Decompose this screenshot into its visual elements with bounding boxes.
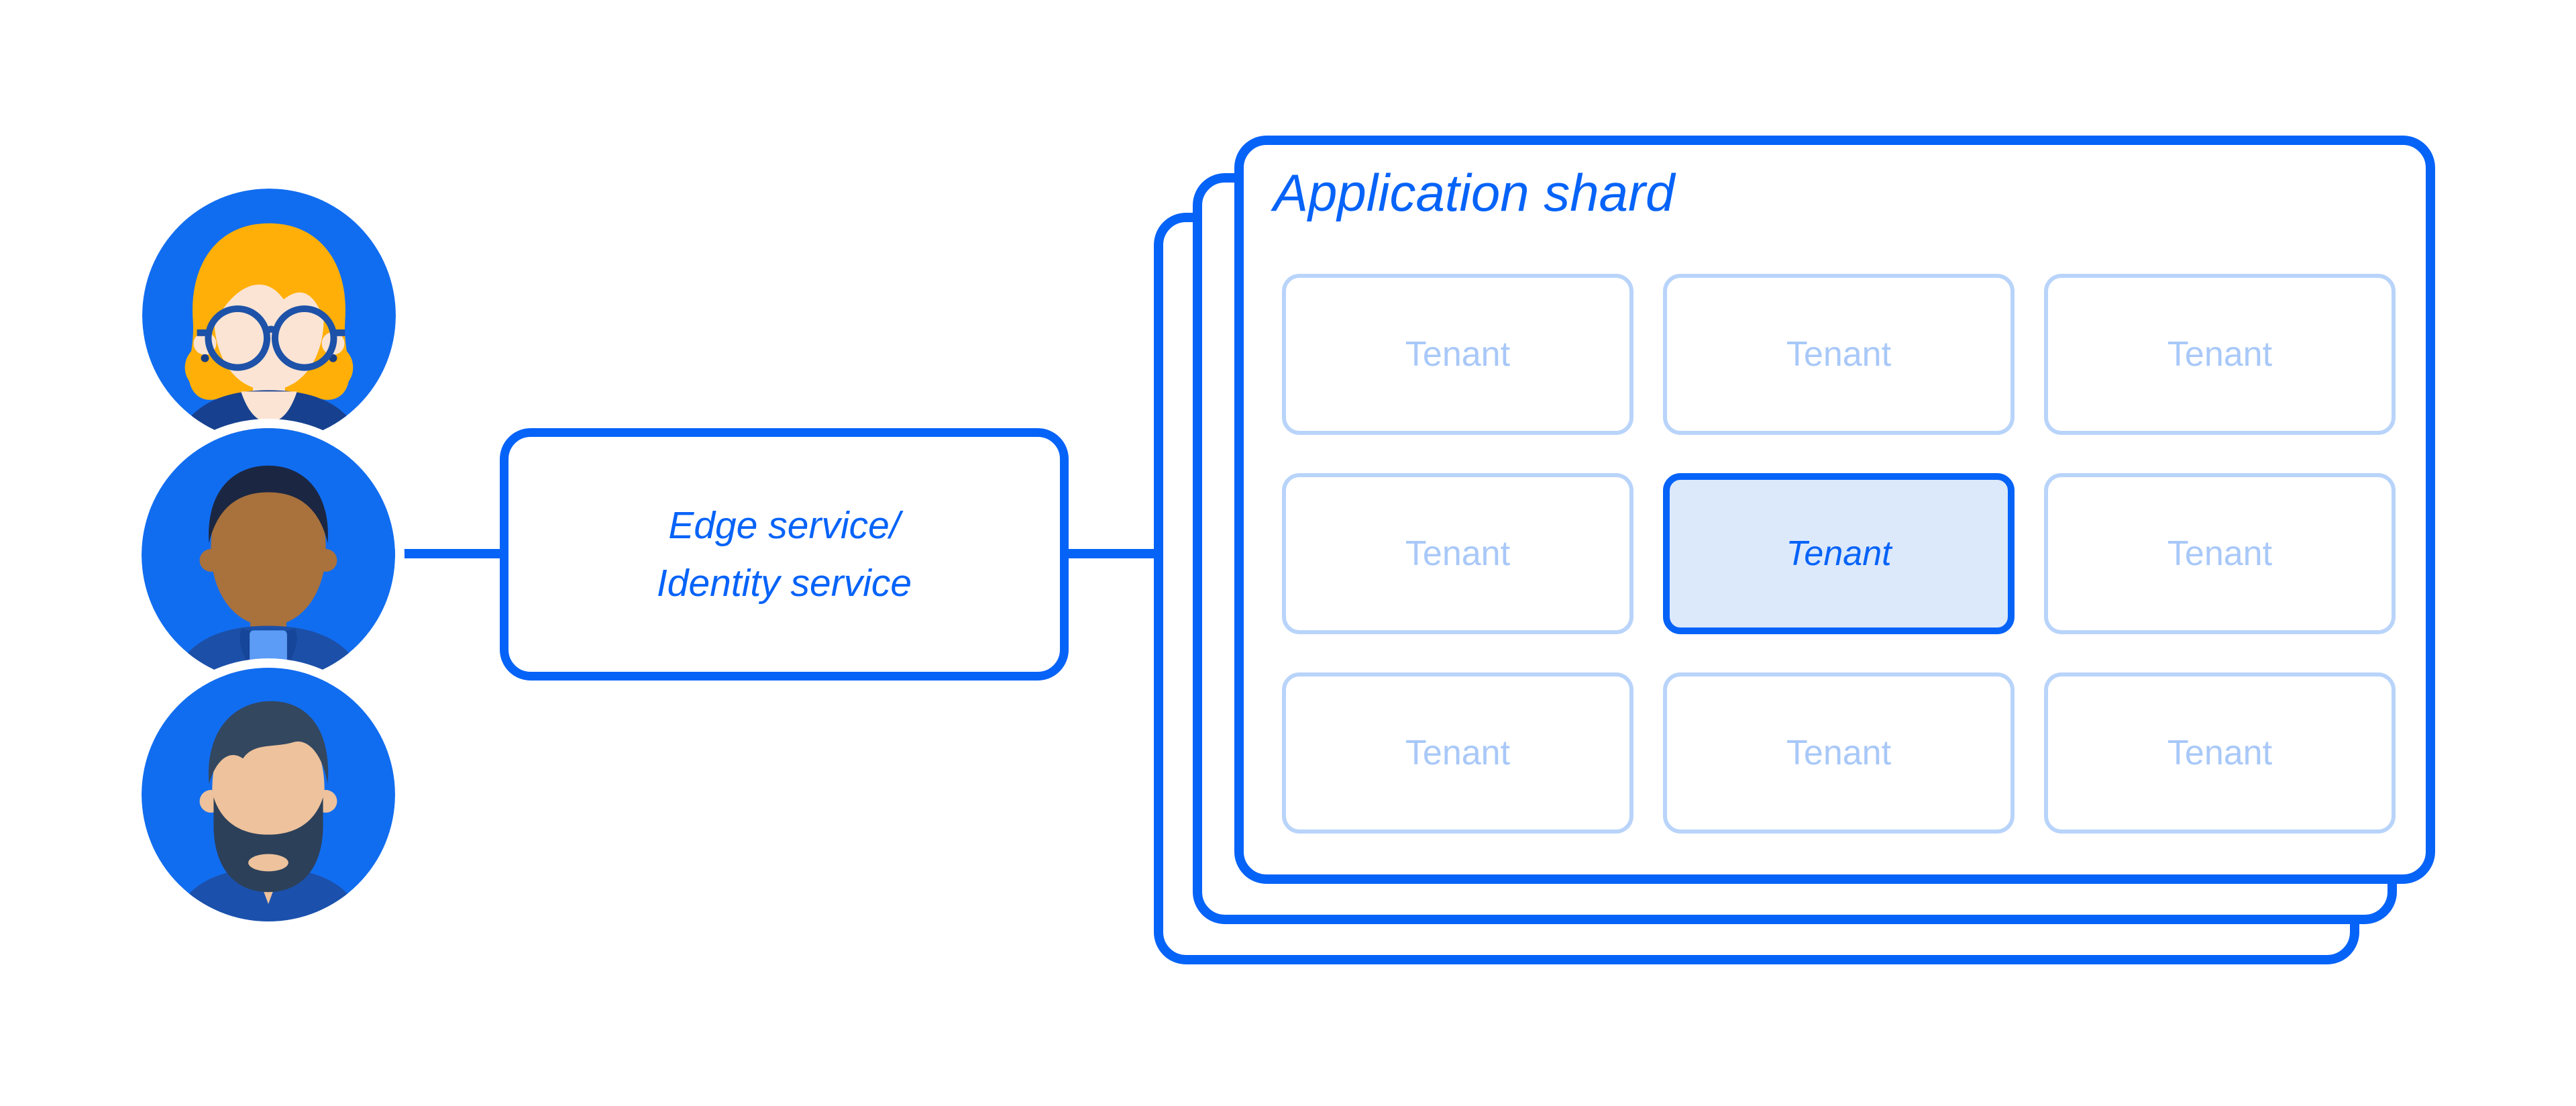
tenant-box: Tenant xyxy=(1282,473,1633,634)
application-shard-card-front: Application shard Tenant Tenant Tenant T… xyxy=(1234,136,2435,884)
tenant-box: Tenant xyxy=(1282,274,1633,435)
tenant-label: Tenant xyxy=(1786,534,1892,573)
tenant-label: Tenant xyxy=(1786,335,1892,374)
tenant-label: Tenant xyxy=(2167,534,2273,573)
woman-with-glasses-illustration xyxy=(142,189,396,442)
tenant-label: Tenant xyxy=(1405,734,1511,772)
tenant-box: Tenant xyxy=(1663,672,2015,834)
man-short-hair-avatar xyxy=(142,428,395,682)
tenant-label: Tenant xyxy=(1405,335,1511,374)
tenant-label: Tenant xyxy=(2167,734,2273,772)
users-to-edge-connector-line xyxy=(389,549,503,558)
tenant-box: Tenant xyxy=(1663,274,2015,435)
edge-to-shard-connector-line xyxy=(1065,549,1159,558)
man-with-beard-avatar xyxy=(142,668,395,921)
edge-service-label-line2: Identity service xyxy=(656,562,912,605)
tenant-label: Tenant xyxy=(2167,335,2273,374)
edge-service-label-line1: Edge service/ xyxy=(668,504,900,547)
tenant-box: Tenant xyxy=(2044,274,2396,435)
woman-with-glasses-avatar xyxy=(142,189,396,442)
tenant-label: Tenant xyxy=(1786,734,1892,772)
edge-identity-service-box: Edge service/ Identity service xyxy=(500,428,1069,681)
tenant-box: Tenant xyxy=(2044,672,2396,834)
man-with-beard-illustration xyxy=(142,668,395,921)
tenant-label: Tenant xyxy=(1405,534,1511,573)
application-shard-title: Application shard xyxy=(1273,163,1675,222)
tenant-grid: Tenant Tenant Tenant Tenant Tenant Tenan… xyxy=(1282,274,2396,834)
tenant-box: Tenant xyxy=(1282,672,1633,834)
man-short-hair-illustration xyxy=(142,428,395,682)
tenant-box-highlighted: Tenant xyxy=(1663,473,2015,634)
tenant-box: Tenant xyxy=(2044,473,2396,634)
